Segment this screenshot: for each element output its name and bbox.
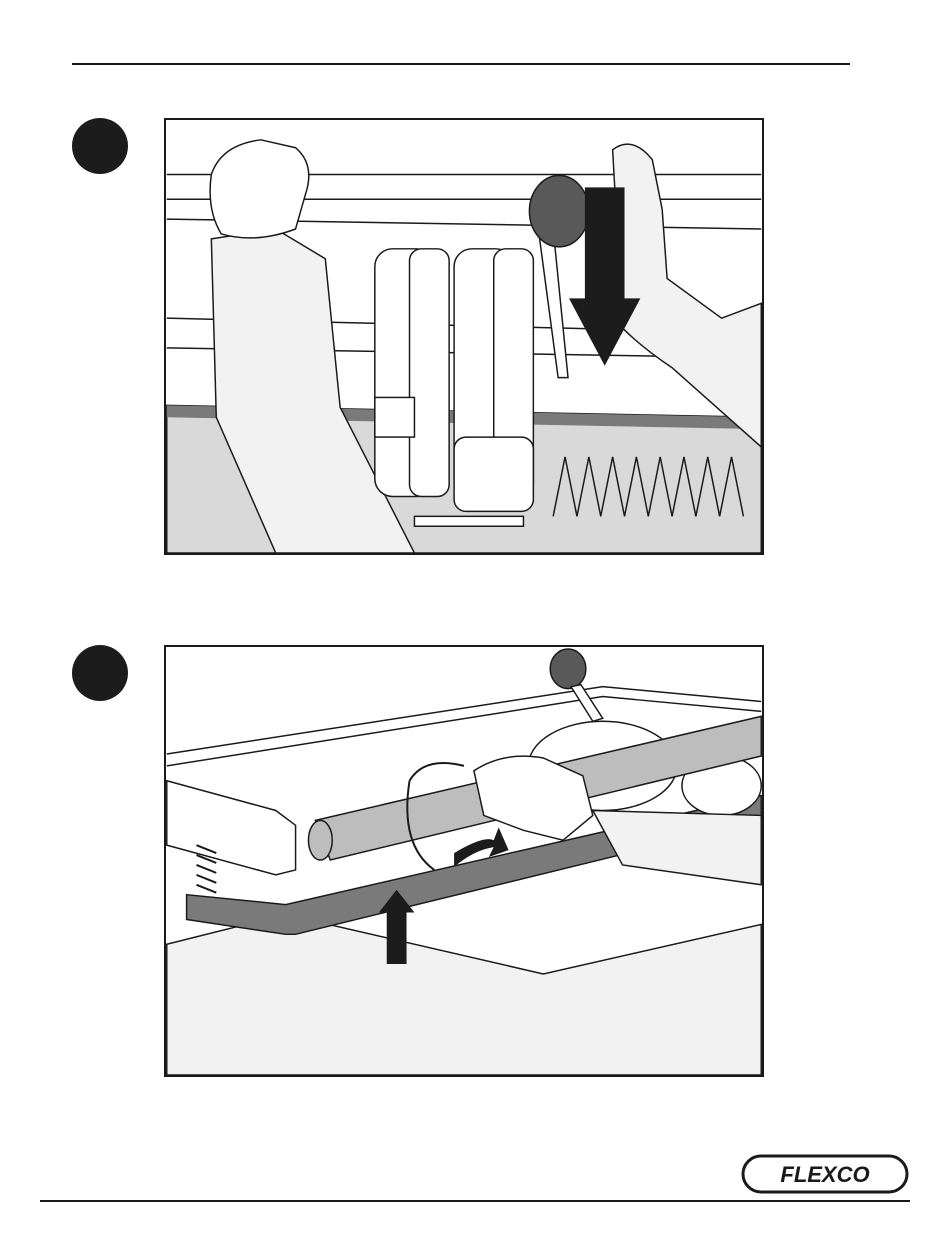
illustration-step-2-drawing xyxy=(166,647,762,1075)
flexco-logo-mark: FLEXCO xyxy=(741,1154,909,1194)
illustration-step-1-drawing xyxy=(166,120,762,553)
step-1-marker xyxy=(72,118,128,174)
illustration-step-1 xyxy=(164,118,764,555)
flexco-logo: FLEXCO xyxy=(741,1154,909,1194)
logo-wordmark: FLEXCO xyxy=(780,1162,869,1187)
step-2-marker xyxy=(72,645,128,701)
illustration-step-2 xyxy=(164,645,764,1077)
footer-rule xyxy=(40,1200,910,1202)
header-rule xyxy=(72,63,850,65)
